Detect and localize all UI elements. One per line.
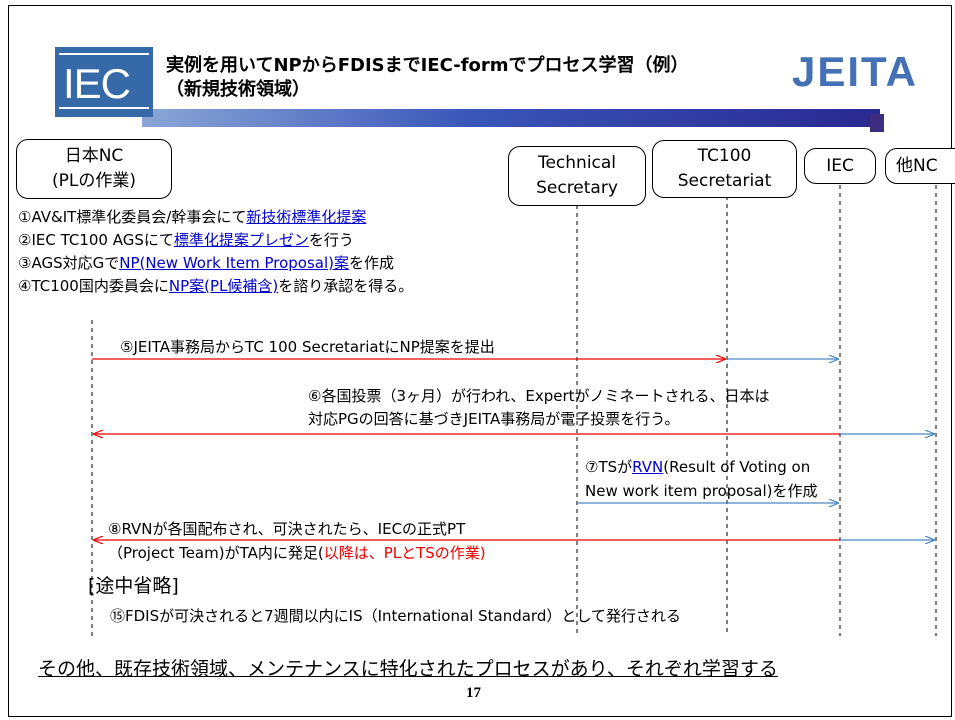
message-5: ⑤JEITA事務局からTC 100 SecretariatにNP提案を提出 bbox=[120, 338, 495, 356]
actor-ts-line2: Secretary bbox=[536, 178, 618, 198]
footer-note: その他、既存技術領域、メンテナンスに特化されたプロセスがあり、それぞれ学習する bbox=[38, 658, 778, 680]
rvn-link[interactable]: RVN bbox=[632, 458, 664, 476]
actor-japan-nc-role: (PLの作業) bbox=[52, 171, 136, 191]
actor-japan-nc-name: 日本NC bbox=[64, 146, 124, 166]
step-2-link[interactable]: 標準化提案プレゼン bbox=[173, 231, 309, 249]
step-3-suffix: を作成 bbox=[349, 254, 395, 272]
message-7-prefix: ⑦TSが bbox=[585, 458, 633, 476]
actor-technical-secretary: Technical Secretary bbox=[508, 146, 646, 206]
message-7: ⑦TSがRVN(Result of Voting on New work ite… bbox=[585, 455, 817, 503]
step-1-link[interactable]: 新技術標準化提案 bbox=[246, 208, 367, 226]
message-7-line-2: New work item proposal)を作成 bbox=[585, 482, 818, 500]
step-1: ①AV&IT標準化委員会/幹事会にて新技術標準化提案 bbox=[18, 206, 413, 229]
step-4-suffix: を諮り承認を得る。 bbox=[278, 277, 414, 295]
steps-list: ①AV&IT標準化委員会/幹事会にて新技術標準化提案 ②IEC TC100 AG… bbox=[18, 206, 413, 298]
message-8-line-2: （Project Team)がTA内に発足(以降は、PLとTSの作業) bbox=[108, 541, 486, 565]
actor-tc100-line1: TC100 bbox=[697, 146, 752, 166]
actor-iec-label: IEC bbox=[826, 155, 854, 176]
title-line-1: 実例を用いてNPからFDISまでIEC-formでプロセス学習（例） bbox=[166, 55, 689, 76]
actor-ts-line1: Technical bbox=[537, 153, 617, 173]
message-8-close-paren: ) bbox=[479, 544, 486, 562]
iec-logo-text: IEC bbox=[63, 60, 131, 107]
actor-tc100-line2: Secretariat bbox=[677, 171, 772, 191]
jeita-logo: JEITA bbox=[792, 48, 918, 95]
title-line-2: （新規技術領域） bbox=[166, 79, 310, 100]
step-15: ⑮FDISが可決されると7週間以内にIS（International Stand… bbox=[110, 607, 681, 625]
step-2: ②IEC TC100 AGSにて標準化提案プレゼンを行う bbox=[18, 229, 413, 252]
step-4: ④TC100国内委員会にNP案(PL候補含)を諮り承認を得る。 bbox=[18, 275, 413, 298]
logo-stripe bbox=[59, 53, 149, 55]
step-3-text: ③AGS対応Gで bbox=[18, 254, 120, 272]
iec-logo: IEC bbox=[55, 47, 153, 117]
slide-frame bbox=[8, 5, 952, 717]
logo-stripe bbox=[59, 107, 149, 109]
message-8-line-1: ⑧RVNが各国配布され、可決されたら、IECの正式PT bbox=[108, 520, 466, 538]
actor-japan-nc: 日本NC (PLの作業) bbox=[16, 139, 172, 199]
step-4-text: ④TC100国内委員会に bbox=[18, 277, 169, 295]
actor-iec: IEC bbox=[804, 148, 876, 184]
title-underline-bar bbox=[142, 109, 880, 127]
message-7-line-1: ⑦TSがRVN(Result of Voting on bbox=[585, 455, 817, 479]
page-number: 17 bbox=[466, 685, 481, 701]
step-1-text: ①AV&IT標準化委員会/幹事会にて bbox=[18, 208, 247, 226]
step-3-link[interactable]: NP(New Work Item Proposal)案 bbox=[119, 254, 350, 272]
title-bar-shadow bbox=[870, 114, 884, 132]
step-2-suffix: を行う bbox=[308, 231, 354, 249]
actor-tc100-secretariat: TC100 Secretariat bbox=[652, 140, 797, 198]
step-2-text: ②IEC TC100 AGSにて bbox=[18, 231, 174, 249]
step-4-link[interactable]: NP案(PL候補含) bbox=[168, 277, 279, 295]
message-7-suffix: (Result of Voting on bbox=[663, 458, 811, 476]
message-6-line-1: ⑥各国投票（3ヶ月）が行われ、Expertがノミネートされる、日本は bbox=[308, 387, 770, 405]
actor-other-nc: 他NC bbox=[885, 148, 955, 184]
message-6-line-2: 対応PGの回答に基づきJEITA事務局が電子投票を行う。 bbox=[308, 410, 680, 428]
omitted-marker: [途中省略] bbox=[88, 575, 179, 597]
message-6: ⑥各国投票（3ヶ月）が行われ、Expertがノミネートされる、日本は 対応PGの… bbox=[308, 385, 770, 431]
step-3: ③AGS対応GでNP(New Work Item Proposal)案を作成 bbox=[18, 252, 413, 275]
page-title: 実例を用いてNPからFDISまでIEC-formでプロセス学習（例） （新規技術… bbox=[166, 54, 689, 102]
message-8: ⑧RVNが各国配布され、可決されたら、IECの正式PT （Project Tea… bbox=[108, 517, 486, 565]
message-8-red-text: 以降は、PLとTSの作業 bbox=[323, 544, 480, 562]
lifelines bbox=[91, 185, 937, 636]
message-8-line-2-text: （Project Team)がTA内に発足( bbox=[108, 544, 324, 562]
actor-other-nc-label: 他NC bbox=[896, 155, 938, 176]
